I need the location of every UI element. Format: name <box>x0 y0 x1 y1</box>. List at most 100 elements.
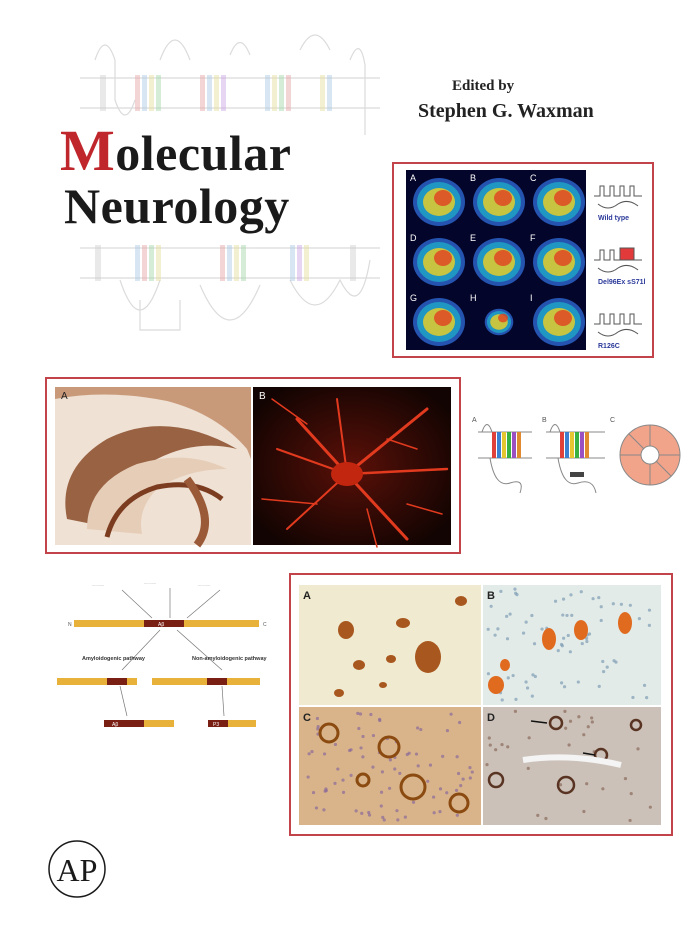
cell-nucleus-dot <box>486 672 491 676</box>
cell-nucleus-dot <box>461 777 465 781</box>
amyloidogenic-pathway-label: Amyloidogenic pathway <box>82 656 146 662</box>
publisher-logo-text: AP <box>57 852 98 888</box>
pet-scan-label: D <box>410 233 417 243</box>
cell-nucleus-dot <box>582 809 586 814</box>
cell-nucleus-dot <box>315 716 320 721</box>
cell-nucleus-dot <box>587 632 592 636</box>
cell-nucleus-dot <box>432 811 436 815</box>
cell-nucleus-dot <box>612 659 616 663</box>
cell-nucleus-dot <box>485 762 489 767</box>
cell-nucleus-dot <box>379 804 383 808</box>
publisher-logo: AP <box>48 840 106 898</box>
cell-nucleus-dot <box>371 765 375 769</box>
cell-nucleus-dot <box>445 791 449 795</box>
background-channel-diagram <box>80 34 380 331</box>
cell-nucleus-dot <box>449 712 453 716</box>
cell-nucleus-dot <box>605 665 609 669</box>
cell-nucleus-dot <box>628 603 632 607</box>
cell-nucleus-dot <box>349 773 353 777</box>
cell-nucleus-dot <box>647 608 652 612</box>
app-bottom-right-fragment: P3 <box>213 722 219 728</box>
pet-scan-blob <box>434 190 452 206</box>
cell-nucleus-dot <box>558 783 563 787</box>
cell-nucleus-dot <box>358 712 363 716</box>
cell-nucleus-dot <box>506 676 510 680</box>
pet-scan-label: B <box>470 173 476 183</box>
cell-nucleus-dot <box>559 642 564 647</box>
cell-nucleus-dot <box>569 593 573 597</box>
cell-nucleus-dot <box>500 698 504 702</box>
cell-nucleus-dot <box>411 800 416 804</box>
cell-nucleus-dot <box>566 633 570 638</box>
cell-nucleus-dot <box>525 686 530 690</box>
cell-nucleus-dot <box>636 747 640 751</box>
cell-nucleus-dot <box>597 684 601 688</box>
cell-nucleus-dot <box>591 597 595 601</box>
cell-nucleus-dot <box>468 776 472 780</box>
cell-nucleus-dot <box>611 602 615 606</box>
stained-cells-panel: A B C D <box>289 573 673 836</box>
app-top-fragment: Aβ <box>158 622 164 628</box>
editor-name: Stephen G. Waxman <box>418 100 594 122</box>
cell-nucleus-dot <box>513 587 517 591</box>
title-rest: olecular <box>115 125 292 181</box>
cells-label-a: A <box>303 590 311 602</box>
cell-nucleus-dot <box>306 775 310 779</box>
cell-nucleus-dot <box>524 680 528 684</box>
pet-scan-label: I <box>530 293 533 303</box>
cell-nucleus-dot <box>381 815 385 819</box>
channel-label-a: A <box>472 417 477 424</box>
channel-label-b: B <box>542 417 547 424</box>
pet-scan-blob <box>434 250 452 266</box>
variant-channel-icon <box>594 185 642 209</box>
cell-nucleus-dot <box>513 709 518 713</box>
book-title-line1: Molecular <box>60 122 291 180</box>
cell-nucleus-dot <box>489 604 493 608</box>
title-initial: M <box>60 118 116 183</box>
cell-nucleus-dot <box>521 631 526 635</box>
cell-nucleus-dot <box>488 743 492 747</box>
variant-channel-icon <box>594 249 642 273</box>
cell-nucleus-dot <box>369 712 373 717</box>
non-amyloidogenic-pathway-label: Non-amyloidogenic pathway <box>192 656 268 662</box>
cell-nucleus-dot <box>597 595 601 600</box>
cell-nucleus-dot <box>379 790 384 794</box>
pet-scan-label: H <box>470 293 477 303</box>
cell-nucleus-dot <box>505 637 510 641</box>
cell-nucleus-dot <box>568 719 573 723</box>
cell-nucleus-dot <box>629 792 633 796</box>
cell-nucleus-dot <box>577 715 581 719</box>
cells-label-c: C <box>303 712 311 724</box>
cell-nucleus-dot <box>601 787 605 791</box>
cell-nucleus-dot <box>576 680 580 684</box>
cell-nucleus-dot <box>367 810 371 815</box>
histology-figure: A B <box>55 387 451 548</box>
cell-nucleus-dot <box>438 810 442 814</box>
cell-nucleus-dot <box>359 746 363 750</box>
cell-nucleus-dot <box>567 743 571 747</box>
histology-label-a: A <box>61 391 68 402</box>
cell-nucleus-dot <box>310 749 314 754</box>
cell-nucleus-dot <box>470 770 474 774</box>
cell-nucleus-dot <box>599 605 603 609</box>
cell-nucleus-dot <box>307 752 311 756</box>
cell-nucleus-dot <box>333 781 337 785</box>
cell-nucleus-dot <box>454 788 459 793</box>
svg-text:...........: ........... <box>198 582 210 587</box>
cell-nucleus-dot <box>432 795 436 799</box>
cell-nucleus-dot <box>396 818 400 822</box>
variant-channel-icon <box>594 313 642 337</box>
cell-nucleus-dot <box>349 748 353 752</box>
cell-nucleus-dot <box>441 754 445 758</box>
cell-nucleus-dot <box>645 696 649 700</box>
cell-nucleus-dot <box>494 748 498 752</box>
pet-scan-label: A <box>410 173 416 183</box>
cell-nucleus-dot <box>311 790 316 795</box>
cell-nucleus-dot <box>536 813 540 817</box>
cell-nucleus-dot <box>623 776 628 781</box>
cell-nucleus-dot <box>316 724 320 729</box>
cell-nucleus-dot <box>496 627 500 631</box>
